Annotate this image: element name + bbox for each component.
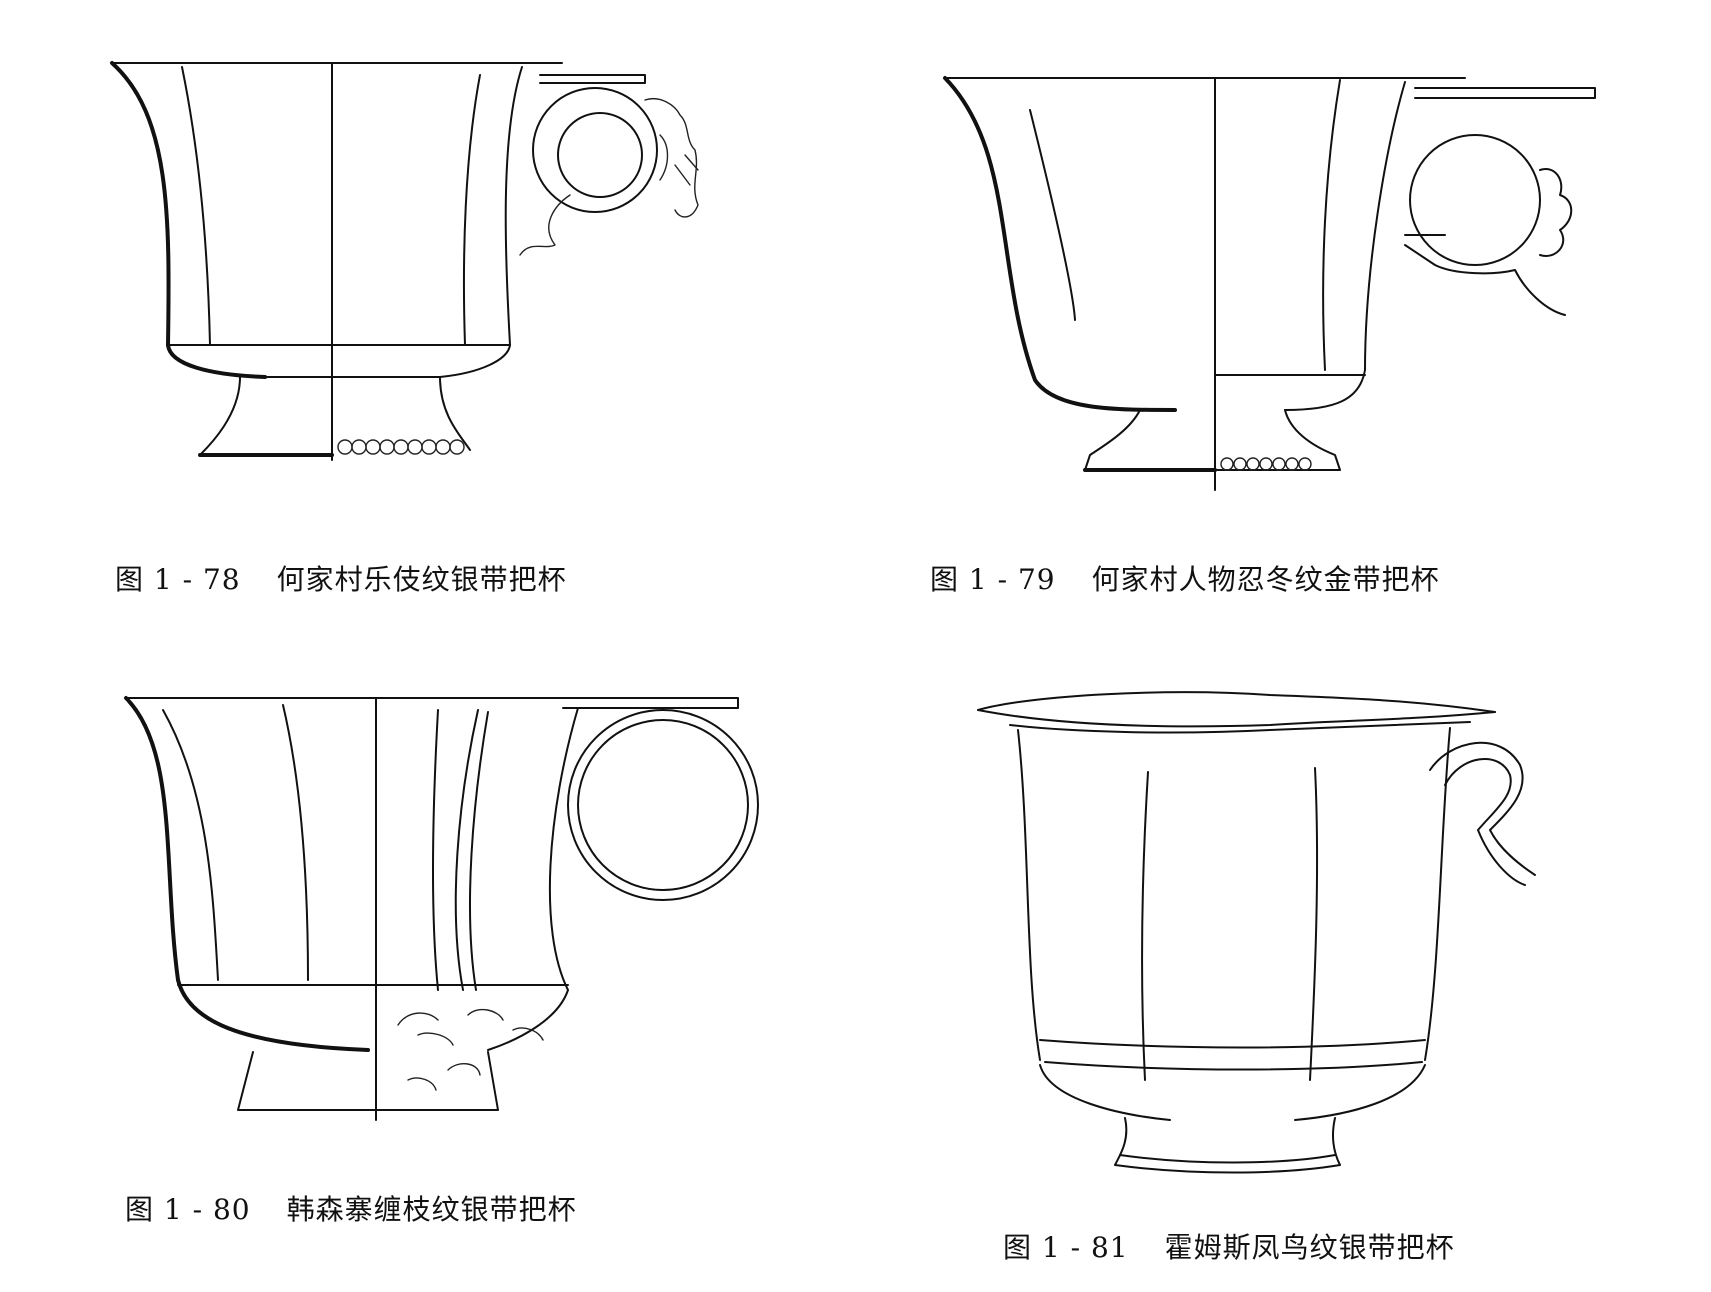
cup-drawing-1-79 (943, 76, 1596, 491)
figure-1-79 (935, 70, 1635, 491)
figure-number: 图 1 - 79 (930, 563, 1056, 596)
figure-caption-1-78: 图 1 - 78 何家村乐伎纹银带把杯 (115, 558, 567, 598)
figure-1-78 (100, 55, 780, 515)
figure-number: 图 1 - 80 (125, 1193, 251, 1226)
cup-drawing-1-81 (977, 691, 1536, 1174)
figure-1-81 (970, 690, 1570, 1180)
figure-1-80 (118, 690, 759, 1121)
figure-number: 图 1 - 78 (115, 563, 241, 596)
figure-caption-1-79: 图 1 - 79 何家村人物忍冬纹金带把杯 (930, 558, 1440, 598)
figure-title: 何家村乐伎纹银带把杯 (276, 563, 567, 596)
figure-title: 韩森寨缠枝纹银带把杯 (286, 1193, 577, 1226)
figure-caption-1-81: 图 1 - 81 霍姆斯凤鸟纹银带把杯 (1003, 1226, 1455, 1266)
figure-number: 图 1 - 81 (1003, 1231, 1129, 1264)
figure-caption-1-80: 图 1 - 80 韩森寨缠枝纹银带把杯 (125, 1188, 577, 1228)
figure-title: 霍姆斯凤鸟纹银带把杯 (1164, 1231, 1455, 1264)
figure-title: 何家村人物忍冬纹金带把杯 (1091, 563, 1440, 596)
cup-drawing-1-78 (110, 61, 699, 461)
cup-drawing-1-80 (124, 696, 759, 1121)
